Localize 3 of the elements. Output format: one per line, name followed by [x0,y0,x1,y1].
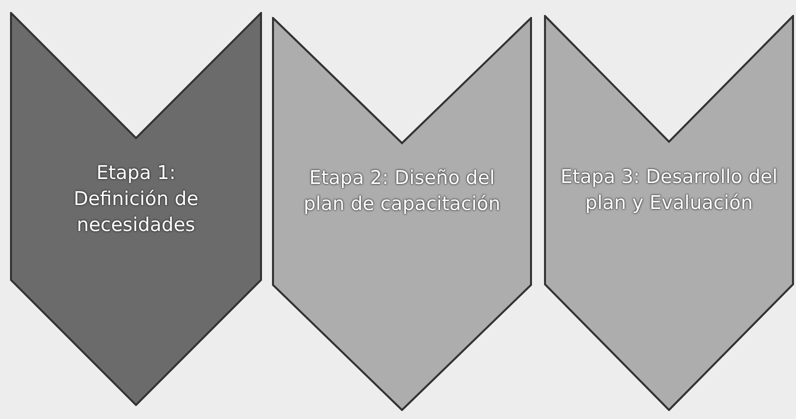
stage-label: Etapa 3: Desarrollo del plan y Evaluación [560,164,778,216]
stage-label: Etapa 1: Definición de necesidades [72,161,200,238]
stage-label: Etapa 2: Diseño del plan de capacitación [302,166,502,218]
